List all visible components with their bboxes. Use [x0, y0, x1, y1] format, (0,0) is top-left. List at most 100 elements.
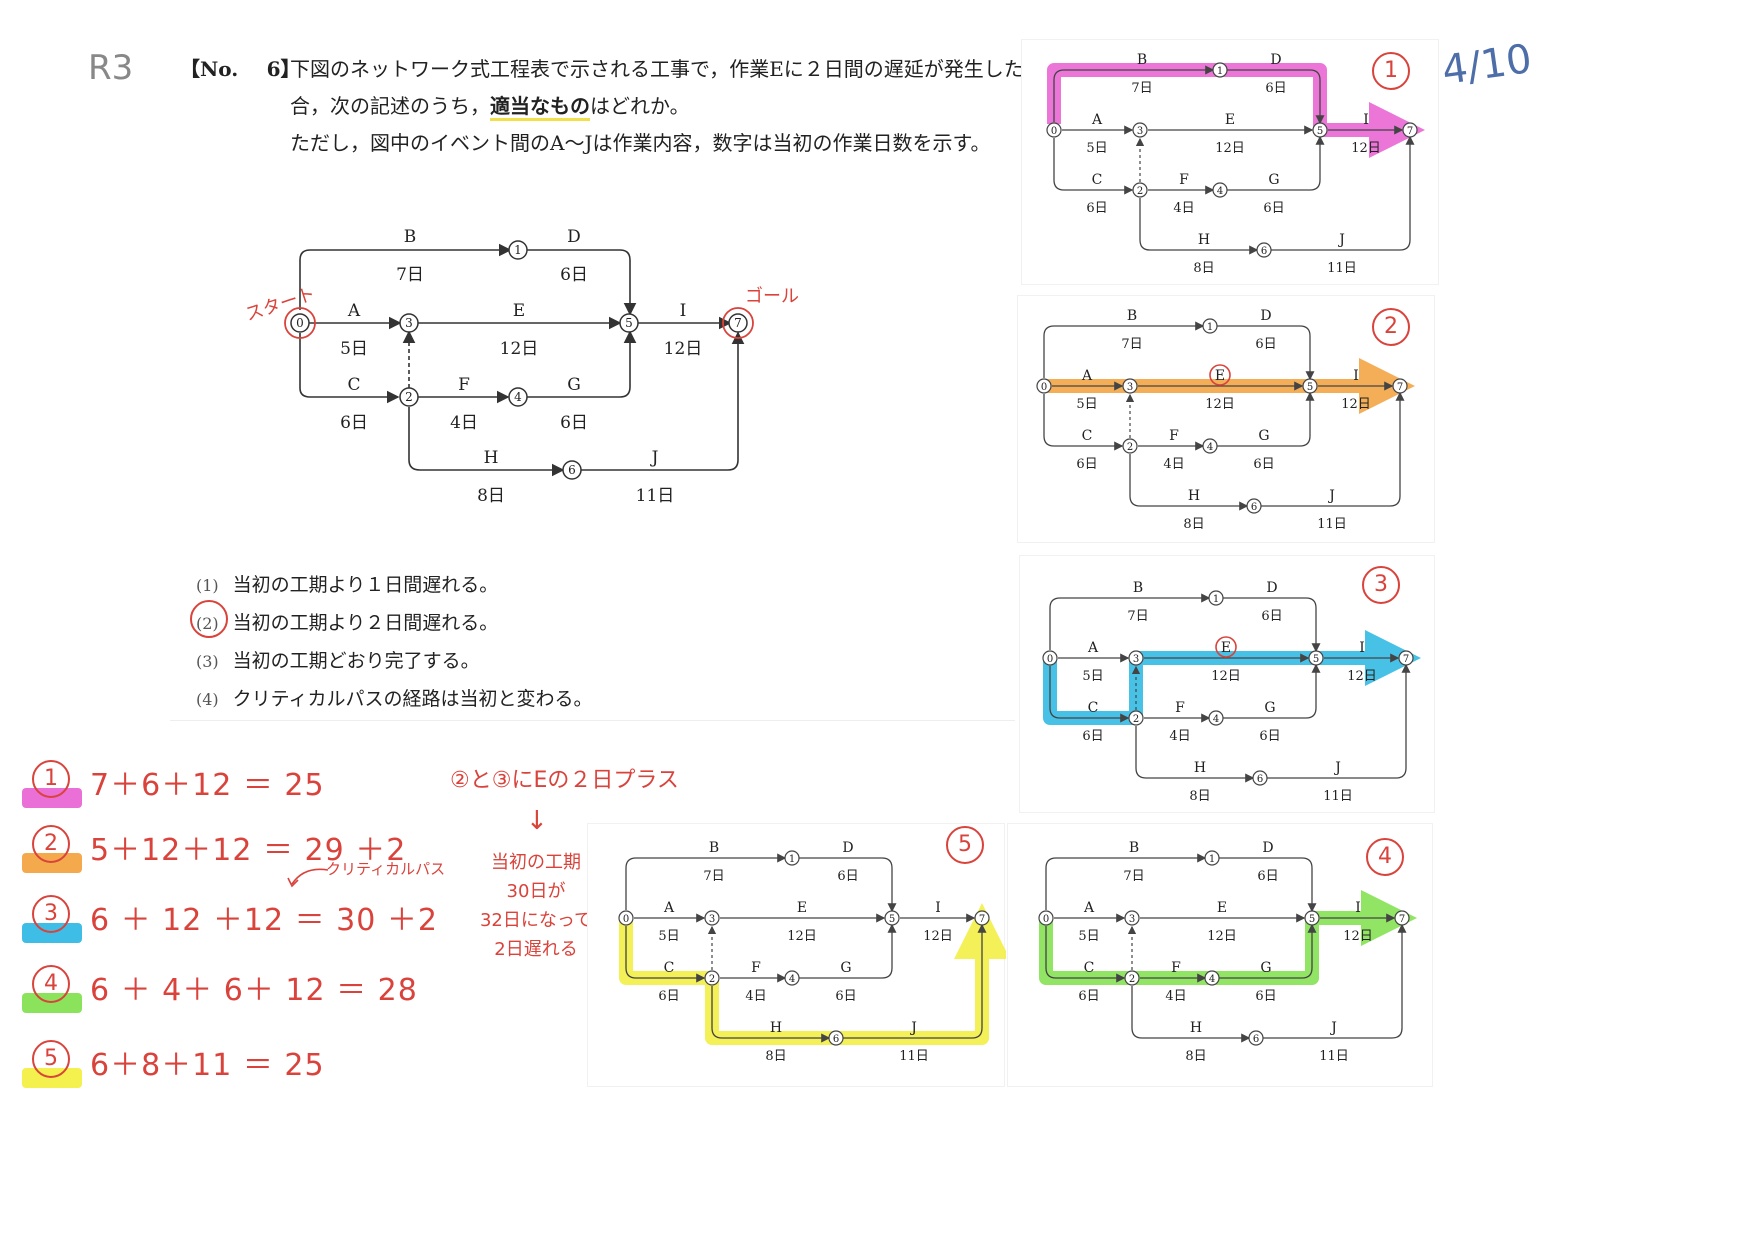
option-4: (4) クリティカルパスの経路は当初と変わる。 — [196, 684, 593, 722]
mini-activity-H: H — [1188, 488, 1200, 504]
mini-activity-days-G: 6日 — [1259, 729, 1280, 744]
mini-activity-days-D: 6日 — [1261, 609, 1282, 624]
activity-arrow-H — [1129, 454, 1249, 511]
mini-activity-days-D: 6日 — [1255, 337, 1276, 352]
activity-arrow-H — [1131, 986, 1251, 1043]
node-7: 7 — [734, 316, 742, 330]
delay-mark-circle — [1209, 364, 1231, 386]
delay-mark-circle — [1215, 636, 1237, 658]
swatch-magenta — [22, 788, 82, 808]
option-1-num: (1) — [196, 576, 219, 595]
question-line-2-post: はどれか。 — [590, 94, 690, 118]
mini-activity-days-I: 12日 — [1351, 141, 1381, 156]
mini-node-1 — [1212, 62, 1228, 78]
mini-node-label-2: 2 — [1127, 442, 1133, 453]
question-line-1: 下図のネットワーク式工程表で示される工事で，作業Eに２日間の遅延が発生した場 — [290, 57, 1044, 81]
mini-node-3 — [1132, 122, 1148, 138]
node-4: 4 — [514, 390, 522, 404]
mini-activity-days-C: 6日 — [1086, 201, 1107, 216]
activity-arrow-C — [1045, 926, 1126, 983]
mini-activity-days-G: 6日 — [1255, 989, 1276, 1004]
mini-node-0 — [1036, 378, 1052, 394]
conclusion-line-3: 32日になって — [479, 910, 592, 931]
node-6: 6 — [568, 463, 576, 477]
mini-node-label-1: 1 — [1213, 594, 1219, 605]
activity-arrow-G — [1227, 135, 1325, 191]
mini-node-2 — [1128, 710, 1144, 726]
mini-node-2 — [1132, 182, 1148, 198]
mini-activity-E: E — [1221, 640, 1231, 656]
mini-activity-days-C: 6日 — [1078, 989, 1099, 1004]
mini-activity-C: C — [1088, 700, 1099, 716]
activity-arrow-B — [625, 853, 787, 910]
mini-node-2 — [1122, 438, 1138, 454]
mini-activity-days-C: 6日 — [1076, 457, 1097, 472]
mini-activity-days-B: 7日 — [1131, 81, 1152, 96]
mini-activity-days-C: 6日 — [658, 989, 679, 1004]
divider-line — [170, 720, 1015, 721]
question-emphasis: 適当なもの — [490, 94, 590, 121]
mini-activity-days-A: 5日 — [1086, 141, 1107, 156]
mini-node-4 — [1204, 970, 1220, 986]
activity-arrow-J — [1261, 391, 1405, 507]
mini-node-5 — [1312, 122, 1328, 138]
activity-arrow-H — [711, 986, 831, 1043]
mini-activity-days-B: 7日 — [1123, 869, 1144, 884]
mini-activity-C: C — [1084, 960, 1095, 976]
mini-activity-B: B — [1129, 840, 1139, 856]
activity-arrow-D — [1227, 69, 1325, 125]
question-line-2-pre: 合，次の記述のうち， — [290, 94, 490, 118]
mini-activity-A: A — [1091, 112, 1103, 128]
mini-activity-G: G — [1258, 428, 1269, 444]
mini-diagram-2: 01234567B7日D6日A5日E12日I12日C6日F4日G6日H8日J11… — [1036, 308, 1415, 532]
mini-node-label-3: 3 — [1137, 126, 1143, 137]
activity-arrow-G — [799, 923, 897, 979]
mini-activity-days-J: 11日 — [1319, 1049, 1349, 1064]
mini-activity-days-H: 8日 — [765, 1049, 786, 1064]
mini-node-label-7: 7 — [979, 914, 985, 925]
swatch-blue — [22, 923, 82, 943]
activity-F: F — [458, 375, 470, 395]
calc-expr-3: 6 ＋ 12 ＋12 ＝ 30 ＋2 — [90, 903, 438, 938]
activity-arrow-B — [1053, 65, 1215, 122]
mini-activity-B: B — [1127, 308, 1137, 324]
mini-node-label-6: 6 — [1253, 1034, 1259, 1045]
mini-node-4 — [1208, 710, 1224, 726]
mini-label-5: 5 — [946, 826, 984, 864]
calc-row-2: 2 5＋12＋12 ＝ 29 ＋2 — [20, 825, 440, 885]
mini-node-6 — [1248, 1030, 1264, 1046]
calc-num-4: 4 — [32, 965, 70, 1003]
mini-node-0 — [618, 910, 634, 926]
mini-activity-A: A — [1081, 368, 1093, 384]
mini-activity-D: D — [1270, 52, 1281, 68]
activity-arrow-D — [1219, 857, 1317, 913]
mini-node-label-4: 4 — [789, 974, 795, 985]
option-4-text: クリティカルパスの経路は当初と変わる。 — [232, 688, 593, 710]
mini-activity-days-J: 11日 — [1327, 261, 1357, 276]
activity-J-days: 11日 — [636, 486, 675, 506]
plus-note: ②と③にEの２日プラス — [450, 768, 679, 793]
option-4-num: (4) — [196, 690, 219, 709]
node-0: 0 — [296, 316, 304, 330]
critical-path-highlight — [1039, 890, 1417, 985]
mini-node-1 — [784, 850, 800, 866]
option-1: (1)当初の工期より１日間遅れる。 — [196, 570, 593, 608]
mini-node-label-4: 4 — [1209, 974, 1215, 985]
mini-node-label-7: 7 — [1399, 914, 1405, 925]
activity-F-days: 4日 — [450, 413, 478, 433]
mini-node-6 — [828, 1030, 844, 1046]
conclusion-line-2: 30日が — [506, 881, 566, 902]
mini-activity-A: A — [663, 900, 675, 916]
mini-activity-C: C — [1092, 172, 1103, 188]
mini-sheet-1 — [1022, 40, 1438, 284]
mini-activity-D: D — [1262, 840, 1273, 856]
calc-row-1: 1 7＋6＋12 ＝ 25 — [20, 760, 440, 820]
mini-activity-C: C — [1082, 428, 1093, 444]
mini-activity-days-H: 8日 — [1185, 1049, 1206, 1064]
mini-activity-days-E: 12日 — [1215, 141, 1245, 156]
mini-activity-days-H: 8日 — [1189, 789, 1210, 804]
activity-arrow-J — [1267, 663, 1411, 779]
mini-node-label-0: 0 — [1041, 382, 1047, 393]
mini-activity-days-I: 12日 — [1347, 669, 1377, 684]
activity-arrow-H — [1139, 198, 1259, 255]
